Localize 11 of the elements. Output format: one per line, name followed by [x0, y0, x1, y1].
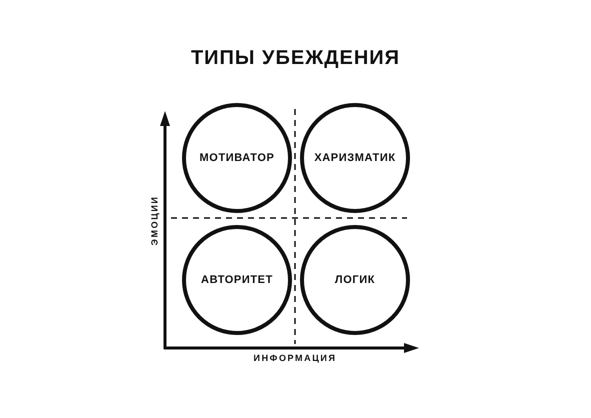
persuasion-type-circle	[182, 225, 292, 335]
type-label: АВТОРИТЕТ	[201, 274, 273, 286]
type-label: МОТИВАТОР	[200, 152, 274, 164]
axis-label: ЭМОЦИИ	[150, 195, 160, 245]
diagram-title: ТИПЫ УБЕЖДЕНИЯ	[190, 46, 400, 70]
type-label: ЛОГИК	[334, 274, 376, 286]
type-label: ХАРИЗМАТИК	[314, 152, 396, 164]
persuasion-type-circle	[300, 225, 410, 335]
persuasion-type-circle	[300, 103, 410, 213]
persuasion-type-circle	[182, 103, 292, 213]
axis-label: ИНФОРМАЦИЯ	[254, 352, 337, 364]
